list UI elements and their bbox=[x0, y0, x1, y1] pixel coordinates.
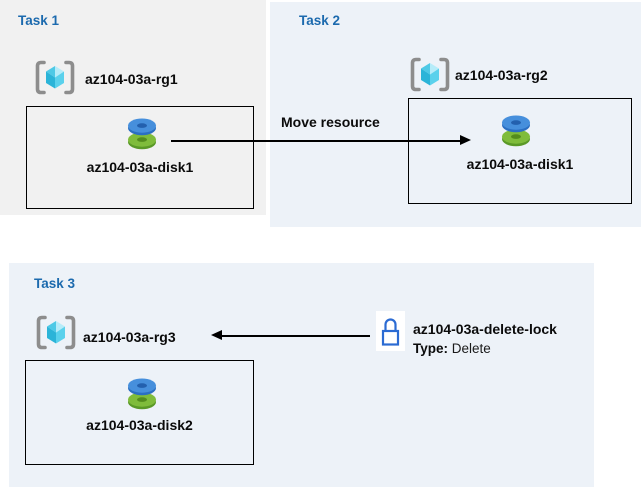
task1-panel bbox=[0, 0, 266, 215]
task1-disk-box bbox=[26, 106, 254, 209]
task2-disk-label: az104-03a-disk1 bbox=[466, 156, 574, 172]
task2-panel bbox=[270, 2, 641, 227]
task3-title: Task 3 bbox=[34, 276, 76, 291]
task1-resource-group-label: az104-03a-rg1 bbox=[85, 71, 178, 87]
task2-disk-box bbox=[408, 98, 632, 204]
lock-arrow-line bbox=[220, 335, 370, 337]
lock-type-label: Type: bbox=[413, 341, 449, 356]
move-arrow-label: Move resource bbox=[281, 114, 380, 130]
task1-title: Task 1 bbox=[18, 13, 60, 28]
move-arrow-line bbox=[171, 140, 462, 142]
task3-panel bbox=[9, 263, 594, 487]
disk-icon bbox=[123, 375, 161, 411]
task3-resource-group-label: az104-03a-rg3 bbox=[83, 329, 176, 345]
lock-icon bbox=[376, 311, 405, 351]
resource-group-icon bbox=[33, 58, 77, 97]
disk-icon bbox=[497, 112, 535, 148]
task3-disk-label: az104-03a-disk2 bbox=[86, 417, 193, 433]
task2-title: Task 2 bbox=[299, 13, 341, 28]
task1-disk-label: az104-03a-disk1 bbox=[86, 159, 194, 175]
disk-icon bbox=[123, 115, 161, 151]
lock-type-value: Delete bbox=[451, 341, 491, 356]
lock-arrow-head bbox=[211, 330, 222, 340]
task2-resource-group-label: az104-03a-rg2 bbox=[455, 67, 548, 83]
lock-type-line: Type: Delete bbox=[413, 341, 491, 356]
task3-disk-box bbox=[25, 360, 254, 465]
resource-group-icon bbox=[408, 55, 452, 94]
move-arrow-head bbox=[460, 135, 471, 145]
lock-name-label: az104-03a-delete-lock bbox=[413, 321, 557, 337]
resource-group-icon bbox=[34, 313, 78, 352]
